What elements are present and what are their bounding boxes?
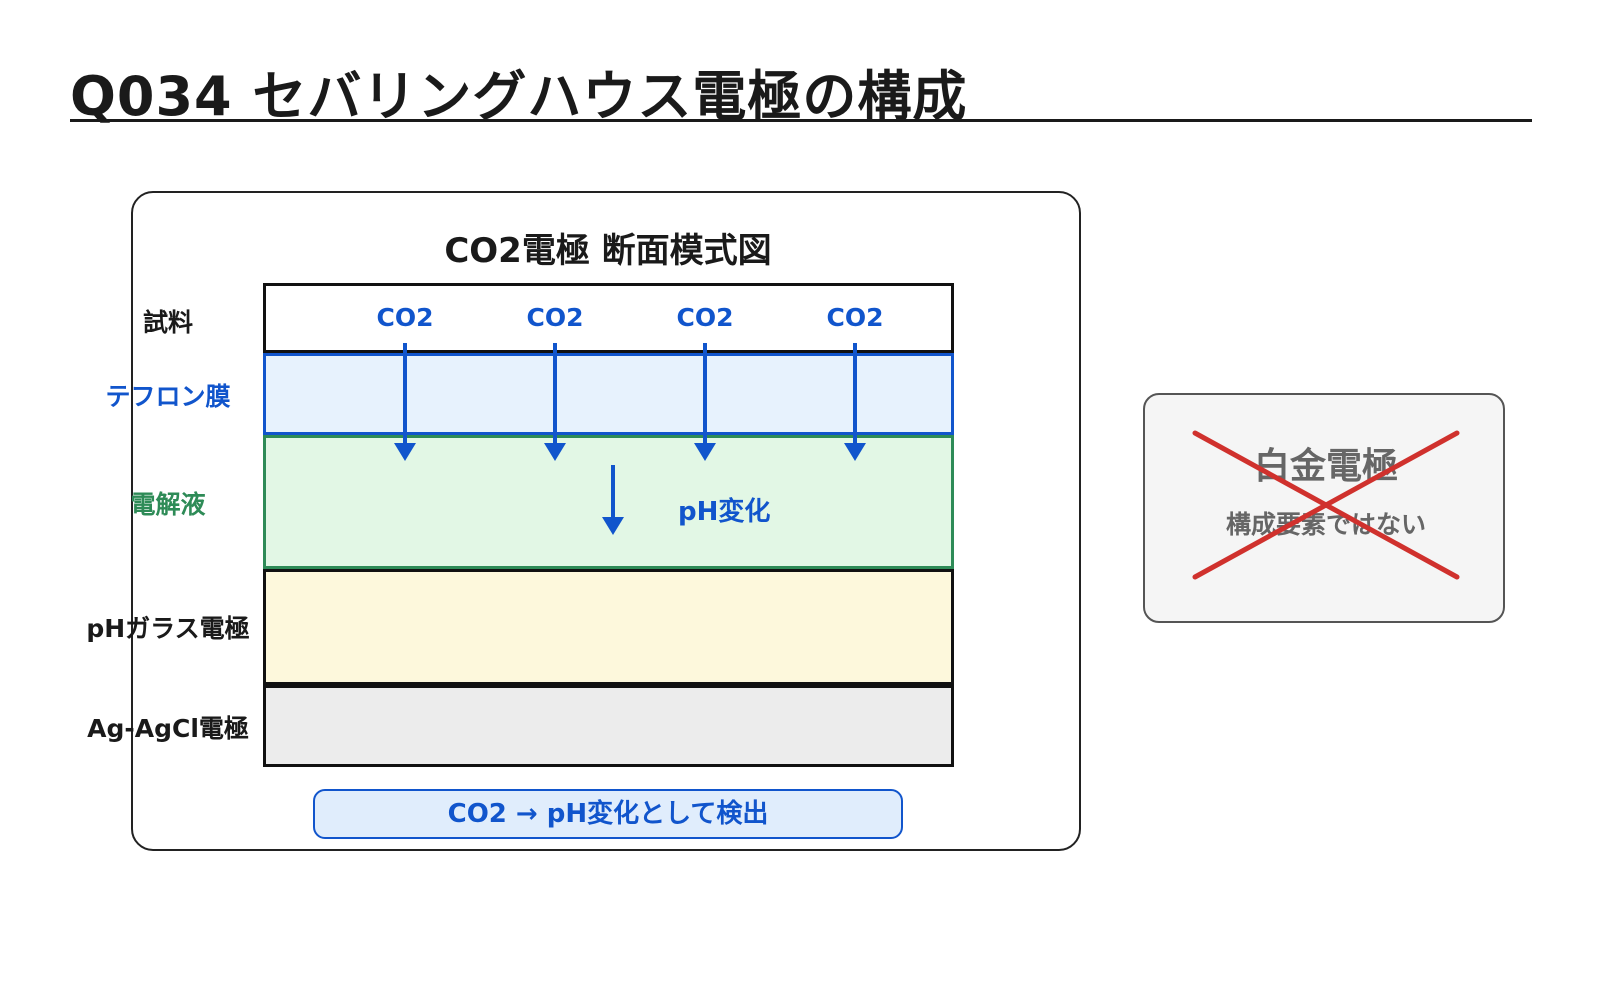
cross-section-panel: CO2電極 断面模式図 試料 テフロン膜 電解液 pHガラス電極 Ag-AgCl… <box>86 191 1081 851</box>
layer-ag-agcl-electrode <box>263 685 954 767</box>
label-ph-glass-electrode: pHガラス電極 <box>86 614 250 643</box>
co2-label-3: CO2 <box>676 303 734 332</box>
label-sample: 試料 <box>142 308 193 337</box>
co2-arrow-shaft-4 <box>853 343 857 445</box>
co2-label-2: CO2 <box>526 303 584 332</box>
co2-label-1: CO2 <box>376 303 434 332</box>
cross-line-2 <box>1192 430 1460 580</box>
ph-arrow-head <box>602 517 624 535</box>
co2-arrow-head-3 <box>694 443 716 461</box>
layer-ph-glass-electrode <box>263 569 954 685</box>
co2-arrow-head-4 <box>844 443 866 461</box>
co2-arrow-shaft-3 <box>703 343 707 445</box>
layer-sample <box>263 283 954 353</box>
ph-change-label: pH変化 <box>678 497 771 527</box>
page-title: Q034 セバリングハウス電極の構成 <box>70 65 968 128</box>
co2-arrow-shaft-1 <box>403 343 407 445</box>
layer-teflon-membrane <box>263 353 954 435</box>
label-teflon-membrane: テフロン膜 <box>105 382 231 411</box>
excluded-platinum-box: 白金電極 構成要素ではない <box>1143 393 1505 623</box>
detection-summary: CO2 → pH変化として検出 <box>313 789 903 839</box>
diagram-title: CO2電極 断面模式図 <box>444 231 772 271</box>
co2-arrow-shaft-2 <box>553 343 557 445</box>
ph-arrow-shaft <box>611 465 615 519</box>
co2-arrow-head-1 <box>394 443 416 461</box>
co2-label-4: CO2 <box>826 303 884 332</box>
layer-electrolyte <box>263 435 954 569</box>
label-electrolyte: 電解液 <box>130 490 206 519</box>
title-divider <box>70 119 1532 122</box>
cross-out-mark <box>1192 430 1460 580</box>
not-component-note: 構成要素ではない <box>1225 510 1426 539</box>
label-ag-agcl-electrode: Ag-AgCl電極 <box>87 714 249 743</box>
co2-arrow-head-2 <box>544 443 566 461</box>
